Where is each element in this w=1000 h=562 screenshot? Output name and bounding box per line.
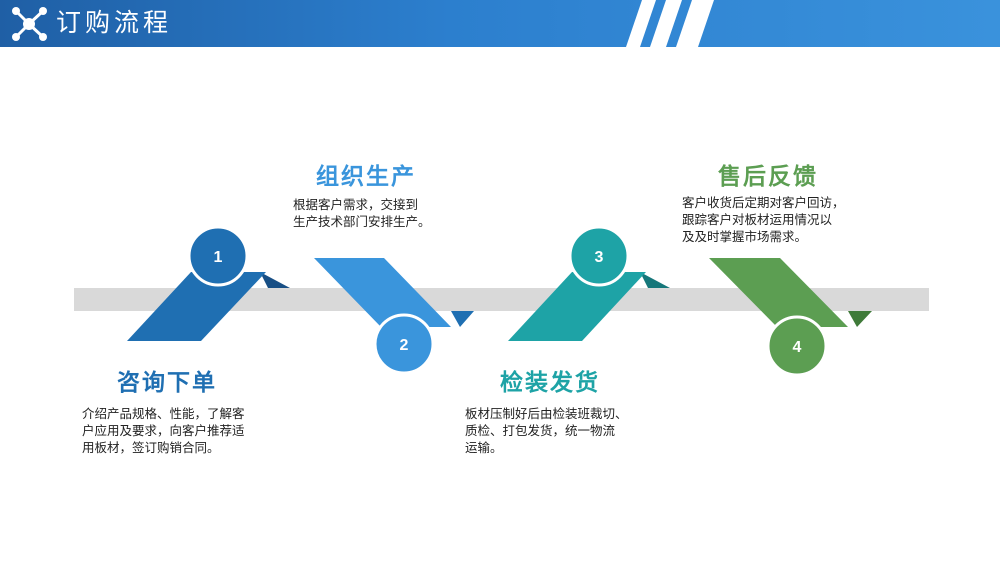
step-1-title: 咨询下单: [117, 370, 217, 396]
network-nodes-icon: [12, 7, 47, 41]
step-3-description: 板材压制好后由检装班裁切、 质检、打包发货，统一物流 运输。: [465, 406, 628, 455]
step-2-description: 根据客户需求，交接到 生产技术部门安排生产。: [293, 197, 431, 229]
step-1-description: 介绍产品规格、性能，了解客 户应用及要求，向客户推荐适 用板材，签订购销合同。: [82, 406, 245, 455]
step-3-marker: 3: [568, 225, 630, 287]
step-4-title: 售后反馈: [718, 164, 818, 190]
step-4-description: 客户收货后定期对客户回访， 跟踪客户对板材运用情况以 及及时掌握市场需求。: [682, 195, 845, 244]
step-2-ribbon: [314, 258, 474, 327]
step-4-marker: 4: [766, 315, 828, 377]
page-title: 订购流程: [56, 8, 173, 37]
step-2-number: 2: [400, 337, 409, 354]
step-3-ribbon: [508, 272, 670, 341]
header-stripes: [626, 0, 714, 47]
step-1-marker: 1: [187, 225, 249, 287]
step-4-ribbon: [709, 258, 872, 327]
step-1-ribbon: [127, 272, 290, 341]
step-4-number: 4: [793, 339, 802, 356]
step-1-number: 1: [214, 249, 223, 266]
step-3-title: 检装发货: [500, 370, 600, 396]
timeline-band: [74, 288, 929, 311]
step-2-marker: 2: [373, 313, 435, 375]
header-bar: 订购流程: [0, 0, 1000, 47]
step-2-title: 组织生产: [316, 164, 416, 190]
step-3-number: 3: [595, 249, 604, 266]
